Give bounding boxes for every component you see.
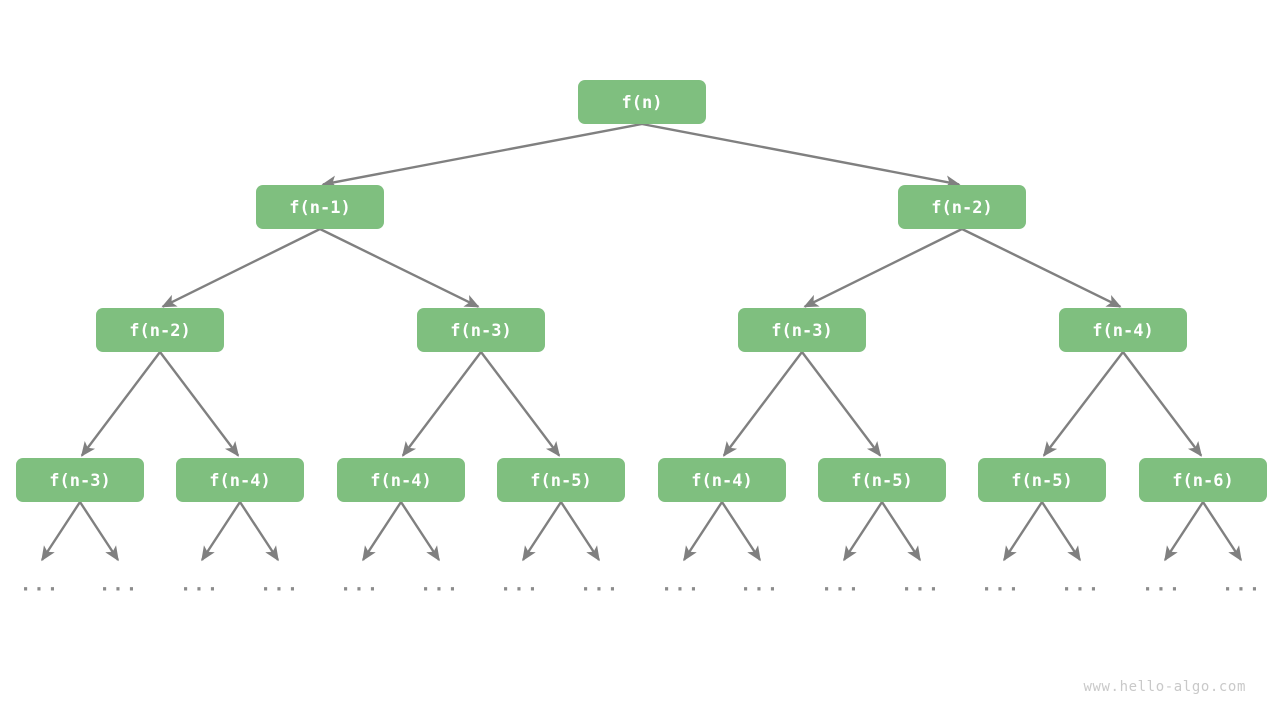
tree-edge <box>961 227 1122 308</box>
tree-edge <box>803 227 963 308</box>
tree-edge <box>159 351 240 457</box>
tree-edge <box>641 122 961 189</box>
leaf-edge <box>1002 501 1044 562</box>
leaf-edge <box>521 501 563 562</box>
node-box <box>898 185 1026 229</box>
node-box <box>1059 308 1187 352</box>
tree-node[interactable]: f(n-5) <box>497 458 625 502</box>
leaf-edge <box>682 501 724 562</box>
ellipsis-marker: ... <box>99 574 139 596</box>
node-box <box>176 458 304 502</box>
ellipsis-marker: ... <box>901 574 941 596</box>
ellipsis-marker: ... <box>580 574 620 596</box>
node-label: f(n-3) <box>450 321 511 341</box>
leaf-edge <box>1040 501 1082 562</box>
ellipsis-marker: ... <box>180 574 220 596</box>
node-box <box>417 308 545 352</box>
nodes-layer: f(n) f(n-1) f(n-2) f(n-2) f(n-3) f(n-3) f(n-4)… <box>16 80 1267 502</box>
node-label: f(n-2) <box>931 198 992 218</box>
node-box <box>16 458 144 502</box>
tree-node[interactable]: f(n-4) <box>658 458 786 502</box>
ellipsis-row: ........................................… <box>20 574 1262 596</box>
node-box <box>578 80 706 124</box>
tree-edge <box>80 351 161 457</box>
node-label: f(n-5) <box>530 471 591 491</box>
leaf-edge <box>880 501 922 562</box>
tree-edge <box>722 351 803 457</box>
tree-edge <box>319 227 480 308</box>
tree-node[interactable]: f(n-2) <box>898 185 1026 229</box>
leaf-edge <box>720 501 762 562</box>
ellipsis-marker: ... <box>20 574 60 596</box>
node-label: f(n-3) <box>771 321 832 341</box>
node-box <box>738 308 866 352</box>
tree-edge <box>1122 351 1203 457</box>
ellipsis-marker: ... <box>500 574 540 596</box>
node-label: f(n-5) <box>851 471 912 491</box>
leaf-edges-layer <box>40 501 1243 562</box>
node-box <box>337 458 465 502</box>
tree-node[interactable]: f(n-5) <box>818 458 946 502</box>
ellipsis-marker: ... <box>1142 574 1182 596</box>
node-label: f(n-3) <box>49 471 110 491</box>
ellipsis-marker: ... <box>821 574 861 596</box>
tree-node[interactable]: f(n-3) <box>738 308 866 352</box>
ellipsis-marker: ... <box>661 574 701 596</box>
node-box <box>497 458 625 502</box>
node-label: f(n-6) <box>1172 471 1233 491</box>
tree-node[interactable]: f(n-1) <box>256 185 384 229</box>
node-box <box>978 458 1106 502</box>
tree-node[interactable]: f(n-4) <box>337 458 465 502</box>
tree-edge <box>401 351 482 457</box>
ellipsis-marker: ... <box>420 574 460 596</box>
leaf-edge <box>1201 501 1243 562</box>
edges-layer <box>80 122 1203 457</box>
node-label: f(n-5) <box>1011 471 1072 491</box>
tree-edge <box>1042 351 1124 457</box>
leaf-edge <box>361 501 403 562</box>
ellipsis-marker: ... <box>340 574 380 596</box>
leaf-edge <box>1163 501 1205 562</box>
ellipsis-marker: ... <box>740 574 780 596</box>
node-label: f(n-1) <box>289 198 350 218</box>
node-box <box>256 185 384 229</box>
watermark-label: www.hello-algo.com <box>1083 679 1246 695</box>
tree-node[interactable]: f(n-4) <box>1059 308 1187 352</box>
leaf-edge <box>842 501 884 562</box>
node-label: f(n-4) <box>691 471 752 491</box>
tree-node[interactable]: f(n-5) <box>978 458 1106 502</box>
node-label: f(n-4) <box>1092 321 1153 341</box>
leaf-edge <box>238 501 280 562</box>
tree-edge <box>801 351 882 457</box>
ellipsis-marker: ... <box>260 574 300 596</box>
node-label: f(n-4) <box>209 471 270 491</box>
ellipsis-marker: ... <box>1222 574 1262 596</box>
tree-node[interactable]: f(n) <box>578 80 706 124</box>
ellipsis-marker: ... <box>1061 574 1101 596</box>
leaf-edge <box>559 501 601 562</box>
tree-edge <box>161 227 321 308</box>
node-box <box>818 458 946 502</box>
node-box <box>1139 458 1267 502</box>
tree-node[interactable]: f(n-6) <box>1139 458 1267 502</box>
tree-node[interactable]: f(n-3) <box>417 308 545 352</box>
tree-edge <box>321 122 643 189</box>
leaf-edge <box>78 501 120 562</box>
tree-node[interactable]: f(n-4) <box>176 458 304 502</box>
node-box <box>658 458 786 502</box>
leaf-edge <box>40 501 82 562</box>
leaf-edge <box>399 501 441 562</box>
node-label: f(n-2) <box>129 321 190 341</box>
node-label: f(n-4) <box>370 471 431 491</box>
node-box <box>96 308 224 352</box>
tree-node[interactable]: f(n-2) <box>96 308 224 352</box>
tree-edge <box>480 351 561 457</box>
node-label: f(n) <box>622 93 663 113</box>
ellipsis-marker: ... <box>981 574 1021 596</box>
leaf-edge <box>200 501 242 562</box>
tree-node[interactable]: f(n-3) <box>16 458 144 502</box>
